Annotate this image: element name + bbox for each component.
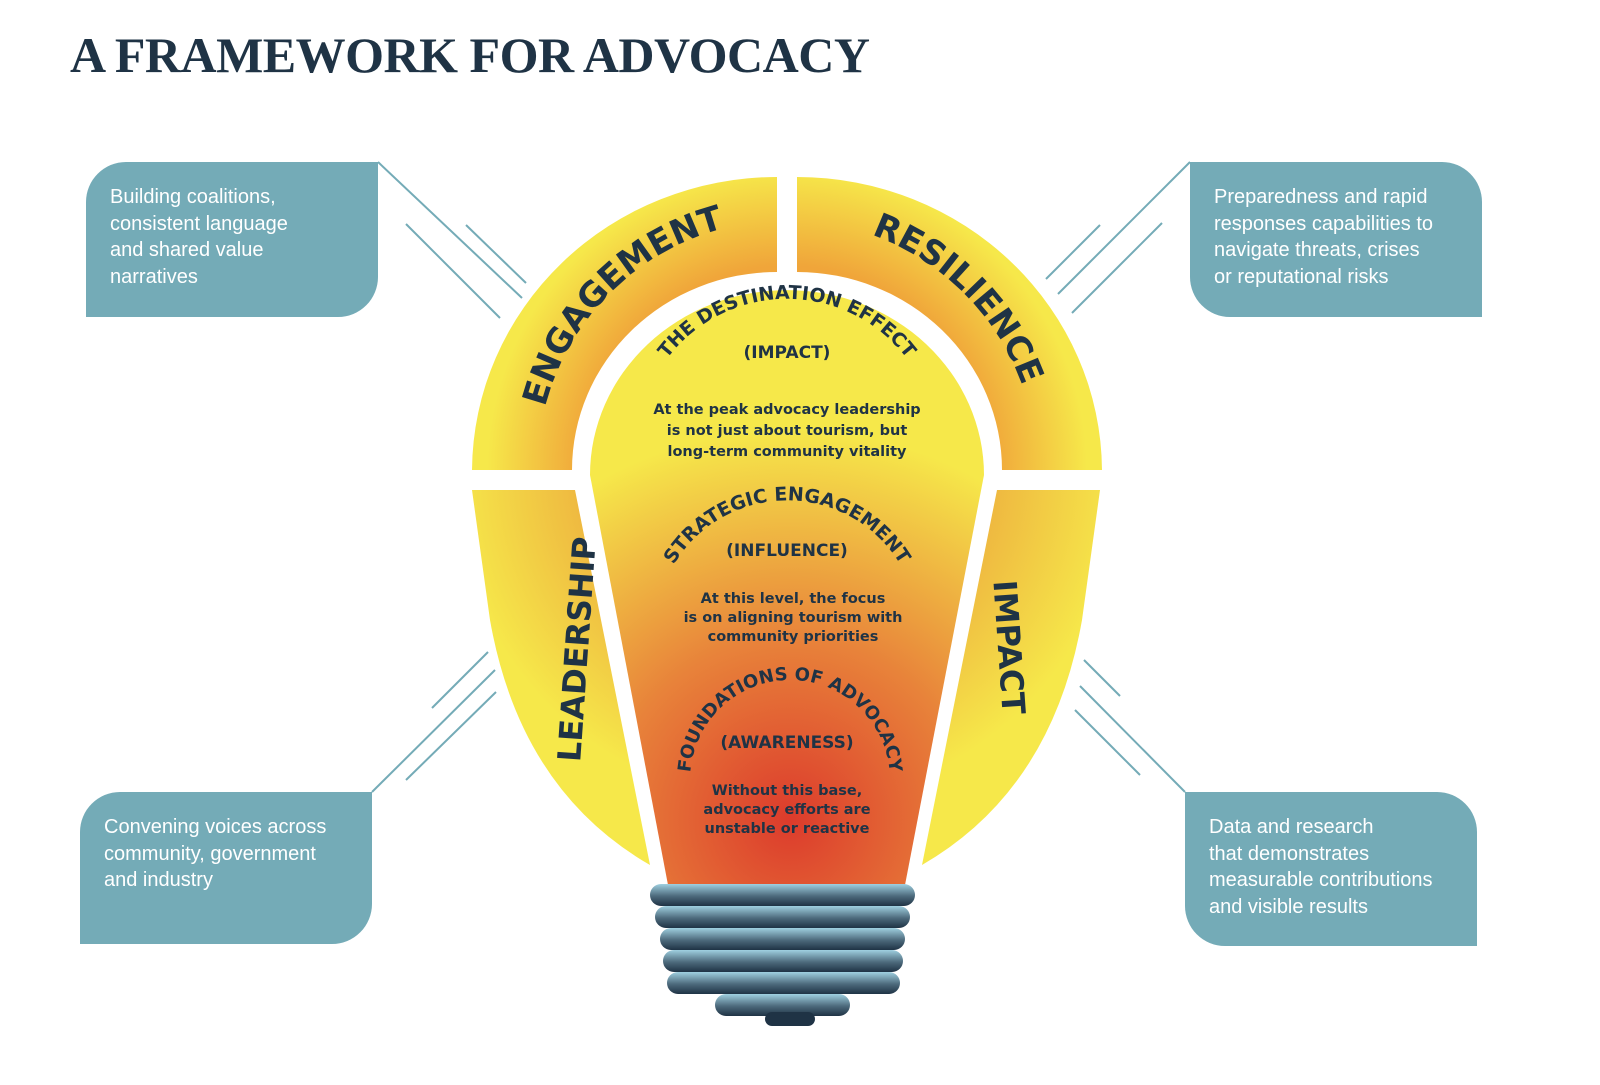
svg-text:Without this base,: Without this base, <box>712 783 863 799</box>
callout-line: Convening voices across <box>104 816 327 838</box>
connector-lines <box>371 161 1191 793</box>
callout-line: navigate threats, crises <box>1214 239 1420 261</box>
callout-line: responses capabilities to <box>1214 212 1434 235</box>
bulb-base <box>650 884 915 1026</box>
callout-resilience: Preparedness and rapid responses capabil… <box>1190 162 1482 317</box>
page-title: A FRAMEWORK FOR ADVOCACY <box>70 27 870 83</box>
svg-text:long-term community vitality: long-term community vitality <box>667 444 907 460</box>
callout-engagement: Building coalitions, consistent language… <box>86 162 378 317</box>
callout-line: Data and research <box>1209 816 1374 838</box>
callout-line: consistent language <box>110 212 288 235</box>
callout-line: Building coalitions, <box>110 186 276 208</box>
bulb-glass <box>590 290 984 885</box>
callout-line: measurable contributions <box>1209 869 1433 891</box>
callout-line: community, government <box>104 842 316 865</box>
svg-text:community priorities: community priorities <box>708 629 879 645</box>
svg-text:unstable or reactive: unstable or reactive <box>705 821 870 837</box>
resilience-segment <box>797 177 1102 470</box>
svg-text:advocacy efforts are: advocacy efforts are <box>703 802 870 818</box>
impact-segment <box>922 490 1100 865</box>
leadership-segment <box>472 490 650 865</box>
callout-line: or reputational risks <box>1214 265 1389 288</box>
svg-text:(AWARENESS): (AWARENESS) <box>720 733 853 753</box>
svg-text:is not just about tourism, but: is not just about tourism, but <box>667 423 908 439</box>
callout-line: narratives <box>110 265 198 288</box>
callout-line: and visible results <box>1209 895 1368 918</box>
svg-text:At the peak advocacy leadershi: At the peak advocacy leadership <box>653 402 920 418</box>
impact-label: IMPACT <box>985 579 1032 716</box>
callout-line: and shared value <box>110 239 264 261</box>
svg-text:At this level, the focus: At this level, the focus <box>701 591 886 607</box>
callout-line: Preparedness and rapid <box>1214 186 1428 208</box>
svg-text:(INFLUENCE): (INFLUENCE) <box>726 541 848 561</box>
callout-impact: Data and research that demonstrates meas… <box>1185 792 1477 946</box>
callout-leadership: Convening voices across community, gover… <box>80 792 372 944</box>
callout-line: and industry <box>104 869 213 891</box>
callout-line: that demonstrates <box>1209 842 1370 865</box>
svg-text:is on aligning tourism with: is on aligning tourism with <box>684 610 903 626</box>
svg-text:(IMPACT): (IMPACT) <box>744 343 831 363</box>
engagement-segment <box>472 176 777 470</box>
